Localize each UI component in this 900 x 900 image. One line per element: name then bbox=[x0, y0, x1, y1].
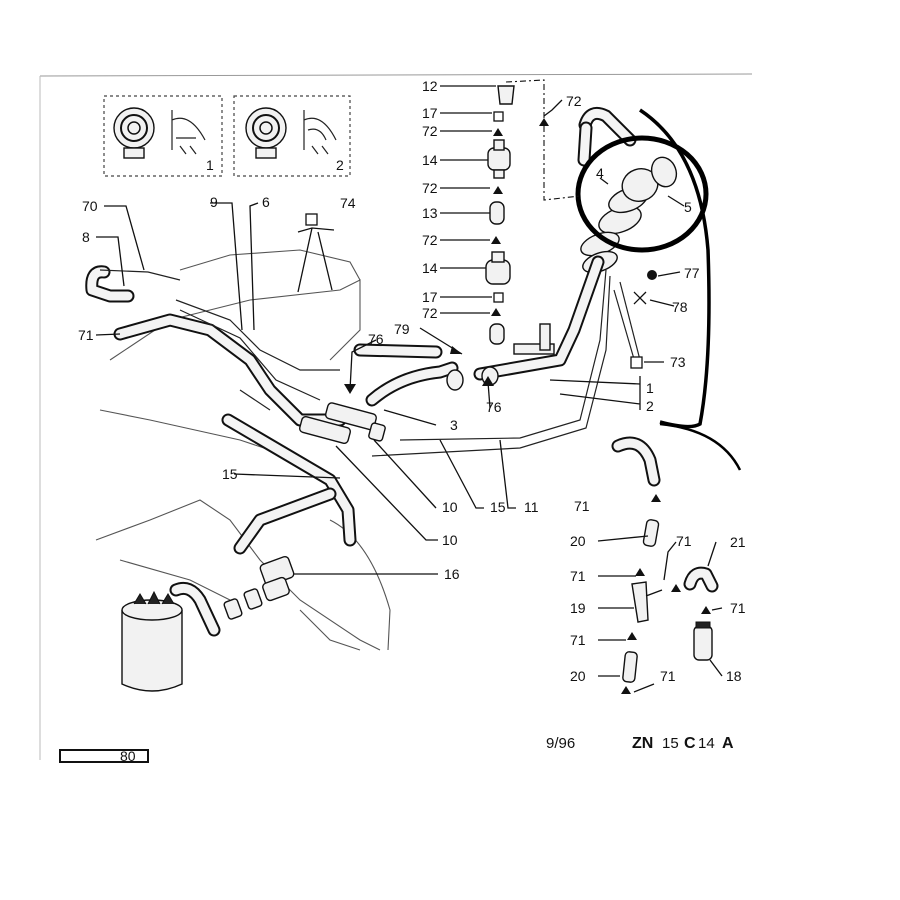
callout-19: 19 bbox=[570, 600, 586, 616]
callout-76: 76 bbox=[486, 399, 502, 415]
fuel-filter-canister bbox=[121, 555, 295, 692]
callout-21: 21 bbox=[730, 534, 746, 550]
callout-15: 15 bbox=[490, 499, 506, 515]
callout-8: 8 bbox=[82, 229, 90, 245]
callout-10: 10 bbox=[442, 532, 458, 548]
code-15: 15 bbox=[662, 735, 679, 752]
code-c: C bbox=[684, 735, 696, 752]
callout-3: 3 bbox=[450, 417, 458, 433]
callout-2: 2 bbox=[336, 157, 344, 173]
callout-78: 78 bbox=[672, 299, 688, 315]
callout-11: 11 bbox=[524, 499, 539, 515]
quick-connectors-10 bbox=[298, 402, 386, 444]
code-zn: ZN bbox=[632, 735, 653, 752]
inset-detail-1 bbox=[103, 95, 223, 177]
callout-71: 71 bbox=[78, 327, 94, 343]
callout-2-right: 2 bbox=[646, 398, 654, 414]
callout-71: 71 bbox=[730, 600, 746, 616]
vehicle-body-outline bbox=[95, 249, 391, 651]
callout-72: 72 bbox=[422, 232, 438, 248]
callout-74: 74 bbox=[340, 195, 356, 211]
callout-4: 4 bbox=[596, 165, 604, 181]
cross-78 bbox=[633, 291, 647, 305]
leader-lines bbox=[95, 85, 723, 693]
page-number: 80 bbox=[120, 748, 136, 764]
callout-14: 14 bbox=[422, 260, 438, 276]
callout-14: 14 bbox=[422, 152, 438, 168]
callout-77: 77 bbox=[684, 265, 700, 281]
wheel-arch-line bbox=[639, 108, 711, 429]
callout-71: 71 bbox=[574, 498, 590, 514]
callout-71: 71 bbox=[570, 568, 586, 584]
callout-13: 13 bbox=[422, 205, 438, 221]
small-parts-group bbox=[611, 436, 719, 694]
callout-1-right: 1 bbox=[646, 380, 654, 396]
callout-6: 6 bbox=[262, 194, 270, 210]
diagram-footer: 9/96 ZN 15 C 14 A 80 bbox=[59, 735, 734, 764]
wheel-arch-outer bbox=[659, 422, 742, 471]
callout-18: 18 bbox=[726, 668, 742, 684]
callout-10: 10 bbox=[442, 499, 458, 515]
callout-20: 20 bbox=[570, 668, 586, 684]
callout-72: 72 bbox=[422, 305, 438, 321]
callout-17: 17 bbox=[422, 105, 438, 121]
dashdot-leader-72 bbox=[505, 79, 581, 201]
callout-1: 1 bbox=[206, 157, 214, 173]
parts-column-vertical bbox=[485, 85, 515, 345]
callout-71: 71 bbox=[660, 668, 676, 684]
callout-15: 15 bbox=[222, 466, 238, 482]
code-14: 14 bbox=[698, 735, 715, 752]
callout-20: 20 bbox=[570, 533, 586, 549]
main-fuel-lines bbox=[85, 255, 641, 555]
callout-12: 12 bbox=[422, 78, 438, 94]
callout-76: 76 bbox=[368, 331, 384, 347]
callout-71: 71 bbox=[676, 533, 692, 549]
inset-detail-2 bbox=[233, 95, 351, 177]
callout-16: 16 bbox=[444, 566, 460, 582]
revision-date: 9/96 bbox=[546, 735, 575, 752]
connector-76 bbox=[446, 323, 555, 391]
square-74 bbox=[305, 213, 318, 226]
code-a: A bbox=[722, 735, 734, 752]
square-73 bbox=[630, 356, 643, 369]
callout-72: 72 bbox=[422, 123, 438, 139]
callout-9: 9 bbox=[210, 194, 218, 210]
callout-70: 70 bbox=[82, 198, 98, 214]
callout-72: 72 bbox=[422, 180, 438, 196]
highlight-circle bbox=[575, 135, 709, 253]
triangle-72-top bbox=[539, 118, 549, 126]
callout-17: 17 bbox=[422, 289, 438, 305]
callout-79: 79 bbox=[394, 321, 410, 337]
fuel-filler-neck bbox=[577, 107, 678, 274]
callout-72: 72 bbox=[566, 93, 582, 109]
callout-73: 73 bbox=[670, 354, 686, 370]
callout-labels: 1 2 70 8 71 9 6 74 12 17 72 14 72 13 72 … bbox=[78, 78, 746, 684]
page-number-box bbox=[59, 749, 149, 763]
dot-77 bbox=[647, 270, 657, 280]
diagram-top-border bbox=[39, 73, 753, 77]
callout-5: 5 bbox=[684, 199, 692, 215]
callout-71: 71 bbox=[570, 632, 586, 648]
